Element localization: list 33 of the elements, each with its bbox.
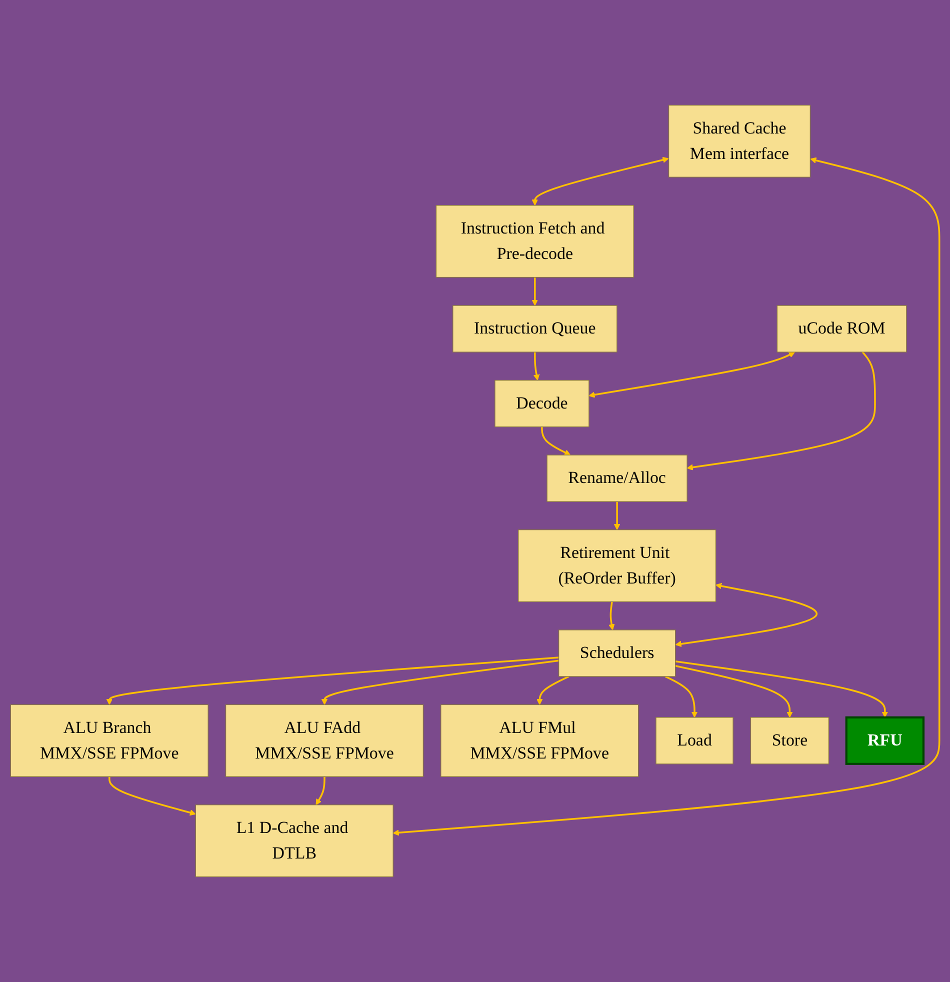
arrow xyxy=(392,157,940,836)
node-box: ALU FMul MMX/SSE FPMove xyxy=(440,704,639,777)
node-box: Retirement Unit (ReOrder Buffer) xyxy=(518,529,716,602)
node-box: Store xyxy=(750,717,830,764)
arrow xyxy=(608,602,615,630)
node-box: RFU xyxy=(845,716,925,765)
arrow xyxy=(588,352,796,398)
arrow xyxy=(532,156,669,206)
node-box: Instruction Fetch and Pre-decode xyxy=(436,205,634,278)
arrow xyxy=(316,776,326,806)
node-box: Decode xyxy=(494,380,590,428)
arrow xyxy=(106,656,559,705)
arrow xyxy=(664,676,698,718)
node-box: Rename/Alloc xyxy=(546,454,688,502)
arrow xyxy=(541,426,571,456)
arrow xyxy=(321,660,559,705)
node-box: ALU FAdd MMX/SSE FPMove xyxy=(225,704,424,777)
arrow xyxy=(675,660,888,718)
node-box: ALU Branch MMX/SSE FPMove xyxy=(10,704,208,777)
arrow xyxy=(533,352,540,381)
node-box: L1 D-Cache and DTLB xyxy=(195,804,394,878)
arrow xyxy=(675,664,793,718)
node-box: Instruction Queue xyxy=(452,305,618,352)
node-box: uCode ROM xyxy=(776,305,907,352)
arrow xyxy=(532,277,538,306)
arrow xyxy=(614,502,620,530)
node-box: Load xyxy=(656,717,734,764)
node-box: Shared Cache Mem interface xyxy=(668,104,811,178)
arrow xyxy=(686,351,876,470)
arrow xyxy=(108,776,196,816)
node-box: Schedulers xyxy=(558,630,676,677)
arrow xyxy=(536,676,570,705)
arrow xyxy=(675,582,818,647)
